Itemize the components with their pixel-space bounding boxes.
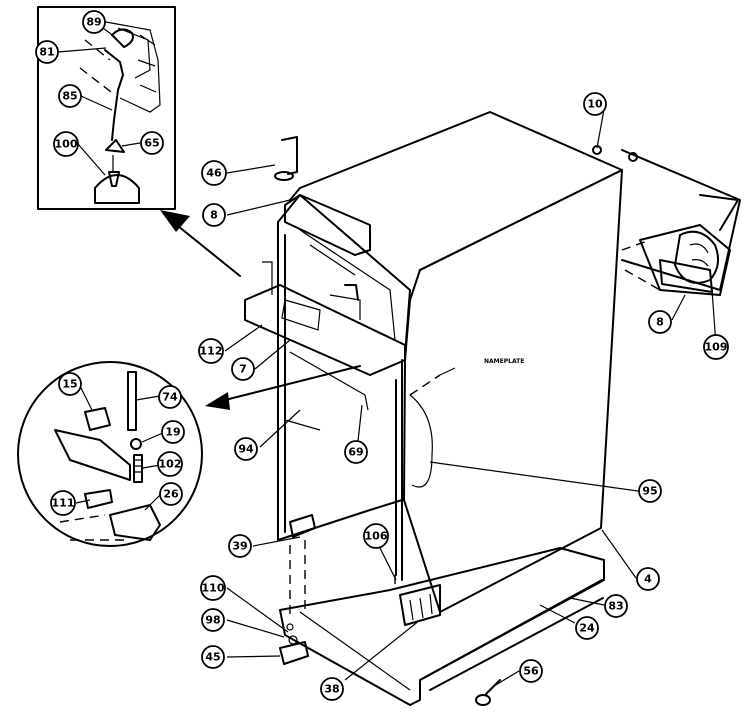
callout-83-label: 83 [608,600,623,613]
screw-56-part [475,679,501,706]
callout-38-label: 38 [324,683,339,696]
callout-4: 4 [636,567,660,591]
callout-106: 106 [363,523,389,549]
callout-98-label: 98 [205,614,220,627]
callout-102-label: 102 [159,458,182,471]
callout-81: 81 [35,40,59,64]
callout-26: 26 [159,482,183,506]
callout-8-right-label: 8 [656,316,664,329]
callout-83: 83 [604,594,628,618]
callout-94: 94 [234,437,258,461]
callout-15: 15 [58,372,82,396]
callout-10: 10 [583,92,607,116]
cabinet-body [244,111,623,706]
callout-65: 65 [140,131,164,155]
callout-102: 102 [157,451,183,477]
callout-74-label: 74 [162,391,178,404]
hinge-45-part [279,623,309,665]
callout-7: 7 [231,357,255,381]
callout-85: 85 [58,84,82,108]
callout-15-label: 15 [62,378,77,391]
nameplate-label: NAMEPLATE [484,358,524,365]
callout-74: 74 [158,385,182,409]
callout-112: 112 [198,338,224,364]
callout-45-label: 45 [205,651,220,664]
callout-19: 19 [161,420,185,444]
callout-46: 46 [201,160,227,186]
callout-26-label: 26 [163,488,179,501]
callout-81-label: 81 [39,46,54,59]
callout-56-label: 56 [523,665,539,678]
callout-8-top-label: 8 [210,209,218,222]
callout-4-label: 4 [644,573,652,586]
callout-98: 98 [201,608,225,632]
callout-109-label: 109 [705,341,728,354]
callout-110-label: 110 [202,582,225,595]
callout-24: 24 [575,616,599,640]
callout-39: 39 [228,534,252,558]
callout-38: 38 [320,677,344,701]
callout-89: 89 [82,10,106,34]
thermostat-detail-inset [37,6,176,210]
callout-100-label: 100 [55,138,78,151]
callout-100: 100 [53,131,79,157]
callout-89-label: 89 [86,16,101,29]
callout-95: 95 [638,479,662,503]
compressor-assembly [592,145,741,296]
callout-56: 56 [519,659,543,683]
callout-106-label: 106 [365,530,388,543]
detail-arrow-icon [160,210,241,277]
callout-110: 110 [200,575,226,601]
callout-24-label: 24 [579,622,595,635]
callout-19-label: 19 [165,426,180,439]
bracket-46-part [274,136,298,181]
callout-111-label: 111 [52,497,75,510]
callout-leaders [224,103,717,687]
callout-45: 45 [201,645,225,669]
callout-46-label: 46 [206,167,222,180]
callout-65-label: 65 [144,137,159,150]
callout-8-right: 8 [648,310,672,334]
callout-112-label: 112 [200,345,223,358]
callout-111: 111 [50,490,76,516]
callout-7-label: 7 [239,363,247,376]
callout-85-label: 85 [62,90,77,103]
callout-39-label: 39 [232,540,247,553]
callout-69: 69 [344,440,368,464]
callout-69-label: 69 [348,446,363,459]
callout-94-label: 94 [238,443,254,456]
callout-8-top: 8 [202,203,226,227]
detail-arrow-icon [205,365,361,410]
callout-10-label: 10 [587,98,603,111]
callout-109: 109 [703,334,729,360]
control-parts-detail-circle [17,361,203,547]
callout-95-label: 95 [642,485,657,498]
